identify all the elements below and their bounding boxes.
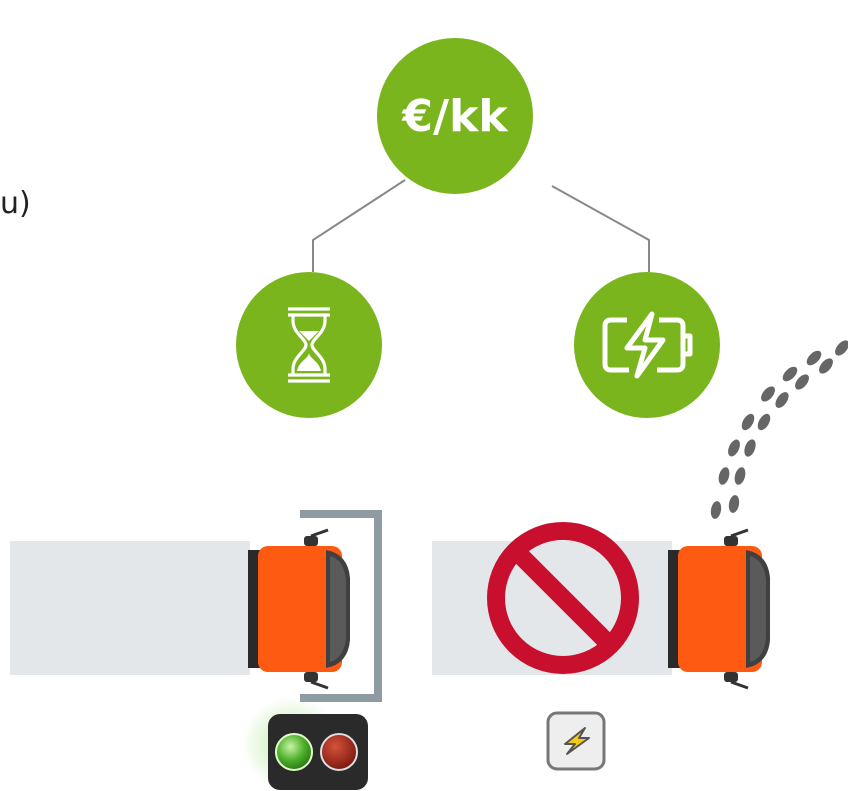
time-circle [236,272,382,418]
lightning-bolt-icon [546,711,606,771]
left-truck-cab [248,528,350,690]
footprints-icon [710,340,848,519]
parking-bracket [300,510,382,702]
cost-per-month-label: €/kk [402,90,508,142]
left-trailer [10,541,250,675]
right-truck-cab [668,528,770,690]
battery-charging-icon [597,310,697,380]
cost-per-month-circle: €/kk [377,38,533,194]
traffic-light-icon [241,697,368,791]
no-entry-icon [487,522,639,674]
hourglass-icon [284,305,334,385]
charging-circle [574,272,720,418]
clipped-text: u) [0,186,31,221]
